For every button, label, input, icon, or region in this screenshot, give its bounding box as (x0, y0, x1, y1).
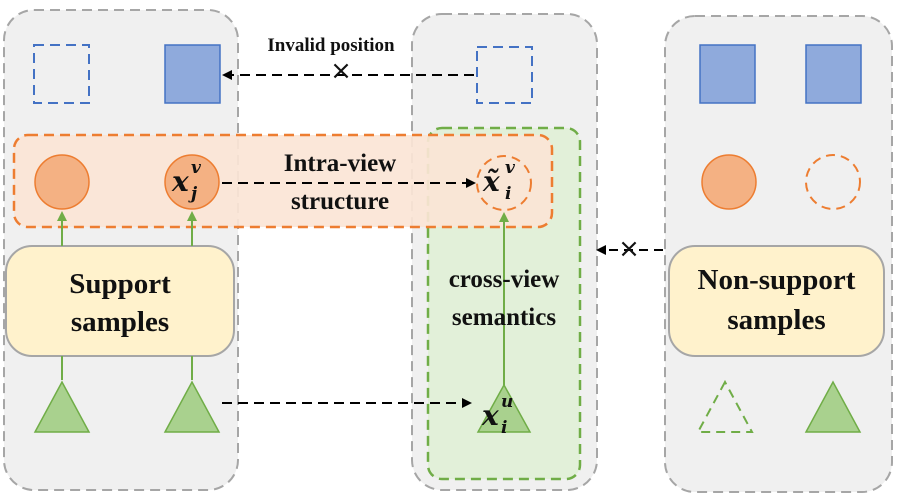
math-x-i-u: x u i (482, 394, 526, 440)
support-label-line2: samples (70, 306, 170, 338)
nonsupport-samples-box (668, 245, 885, 357)
invalid-position-blocked-mark: × (330, 56, 352, 86)
invalid-position-label: Invalid position (267, 35, 395, 56)
circle-left-1 (34, 154, 90, 210)
solid-square-right-2 (805, 44, 862, 104)
dashed-triangle-right (696, 379, 754, 433)
nonsupport-label-line2: samples (727, 304, 826, 336)
nonsupport-label-line1: Non-support (697, 264, 856, 296)
circle-left-2 (164, 154, 220, 210)
circle-right-1 (701, 154, 757, 210)
solid-square-right-1 (699, 44, 756, 104)
math-x-i-v-tilde-base: x̃ (483, 165, 500, 198)
math-x-i-u-base: x (482, 399, 499, 432)
math-x-i-v-tilde: x̃ v i (483, 160, 527, 206)
cross-view-label-line2: semantics (451, 304, 557, 331)
math-x-i-v-tilde-sup: v (505, 158, 515, 178)
math-x-j-v: x v j (172, 160, 212, 206)
cross-view-label-line1: cross-view (448, 266, 560, 293)
solid-square-left (164, 44, 221, 104)
support-label-line1: Support (69, 268, 171, 300)
blocked-arrow-mark: × (618, 234, 640, 264)
dashed-square-middle (476, 46, 533, 104)
intra-view-label-line1: Intra-view (283, 150, 397, 177)
intra-view-label-line2: structure (290, 188, 390, 215)
dashed-circle-middle (476, 155, 532, 211)
triangle-left-2 (163, 380, 221, 433)
triangle-left-1 (33, 380, 91, 433)
math-x-j-v-base: x (172, 165, 189, 198)
dashed-square-left (33, 44, 90, 104)
triangle-right (804, 380, 862, 433)
math-x-j-v-sub: j (191, 184, 198, 204)
support-samples-box (5, 245, 235, 357)
intra-view-band (12, 133, 554, 229)
math-x-i-u-sup: u (501, 392, 514, 412)
math-x-i-u-sub: i (501, 418, 508, 438)
triangle-middle (476, 383, 532, 433)
math-x-i-v-tilde-sub: i (505, 184, 512, 204)
dashed-circle-right (805, 154, 861, 210)
math-x-j-v-sup: v (191, 158, 201, 178)
